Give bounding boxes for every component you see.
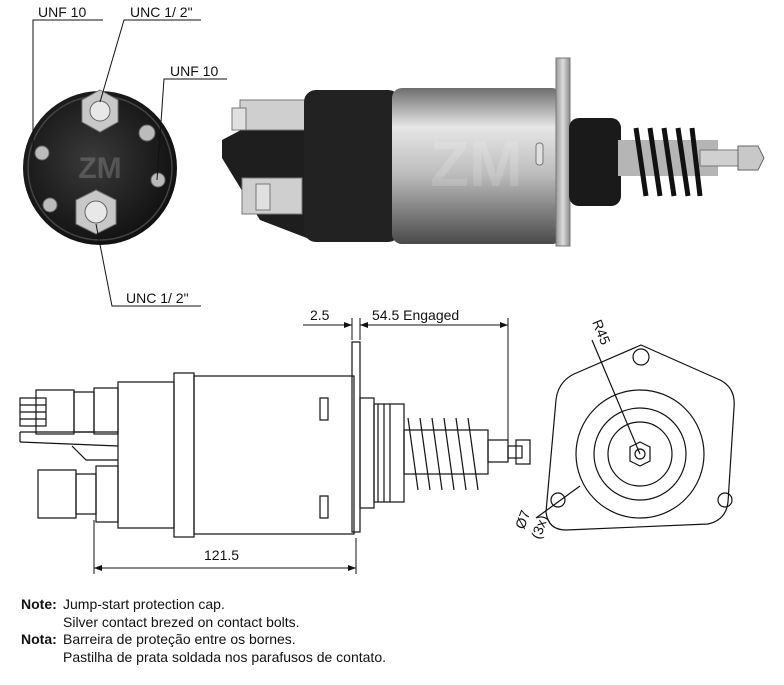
callout-unf10-right: UNF 10 (170, 63, 218, 79)
note-line-1: Jump-start protection cap. (63, 596, 225, 612)
callout-unc-top: UNC 1/ 2" (130, 4, 193, 20)
front-view-drawing (535, 339, 735, 531)
dim-stroke: 54.5 Engaged (372, 307, 459, 323)
notes-block: Note: Jump-start protection cap. Silver … (21, 596, 386, 666)
note-line-2: Silver contact brezed on contact bolts. (63, 613, 300, 630)
callout-unf10-top: UNF 10 (38, 4, 86, 20)
callout-leaders (32, 19, 227, 307)
dimension-lines (93, 318, 509, 574)
nota-line-1: Barreira de proteção entre os bornes. (63, 631, 296, 647)
callout-unc-bottom: UNC 1/ 2" (126, 290, 189, 306)
end-view-photo: ZM (23, 89, 177, 245)
side-view-photo: ZM (222, 57, 765, 247)
side-view-drawing (19, 341, 531, 538)
dim-hole-diameter: Ø7 (512, 508, 533, 531)
dim-gap: 2.5 (310, 307, 330, 323)
dim-length: 121.5 (204, 547, 239, 563)
dimension-arrows (94, 322, 508, 571)
dim-hole-count: (3x) (528, 513, 551, 541)
note-key: Note: (21, 596, 57, 612)
nota-key: Nota: (21, 631, 57, 647)
nota-line-2: Pastilha de prata soldada nos parafusos … (63, 648, 386, 665)
svg-text:ZM: ZM (430, 128, 522, 200)
svg-text:ZM: ZM (78, 152, 121, 185)
